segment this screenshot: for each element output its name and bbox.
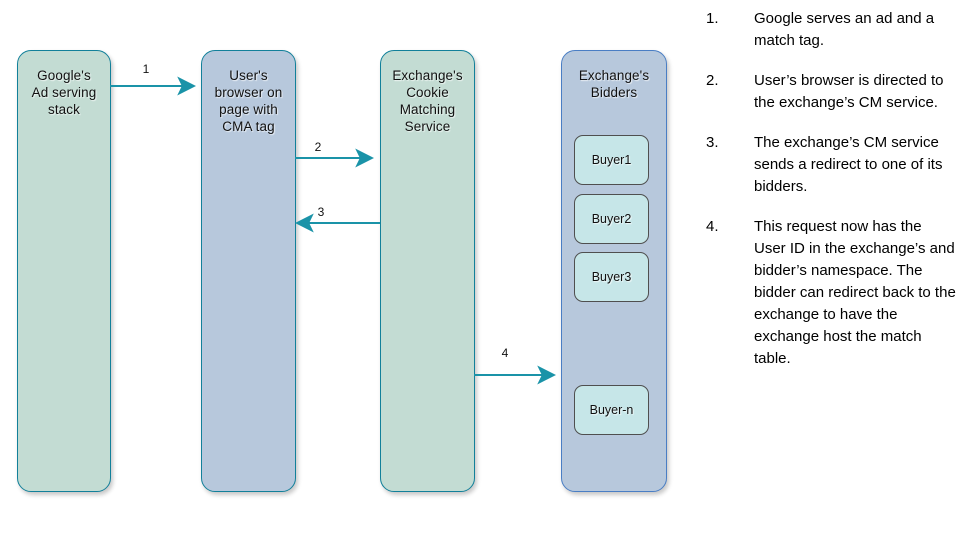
step-3-number: 3.: [706, 134, 719, 151]
steps-list: 1. Google serves an ad and a match tag. …: [706, 8, 956, 388]
lane-google-ad-serving-stack[interactable]: Google's Ad serving stack: [17, 50, 111, 492]
step-2-number: 2.: [706, 72, 719, 89]
arrow-3-label: 3: [317, 205, 325, 219]
step-item-3: 3. The exchange’s CM service sends a red…: [706, 132, 956, 198]
arrow-1-shape: [110, 76, 197, 96]
step-2-text: User’s browser is directed to the exchan…: [754, 72, 944, 111]
buyer-box-n-label: Buyer-n: [589, 403, 634, 417]
lane-google-ad-serving-stack-label: Google's Ad serving stack: [31, 68, 97, 117]
step-item-1: 1. Google serves an ad and a match tag.: [706, 8, 956, 52]
step-4-number: 4.: [706, 218, 719, 235]
lane-exchange-bidders[interactable]: Exchange's Bidders Buyer1 Buyer2 Buyer3 …: [561, 50, 667, 492]
lane-user-browser-label: User's browser on page with CMA tag: [214, 68, 283, 134]
buyer-box-1-label: Buyer1: [591, 153, 632, 167]
lane-user-browser[interactable]: User's browser on page with CMA tag: [201, 50, 296, 492]
step-3-text: The exchange’s CM service sends a redire…: [754, 134, 943, 195]
lane-exchange-bidders-label: Exchange's Bidders: [578, 68, 650, 100]
lane-exchange-cookie-matching-service-label: Exchange's Cookie Matching Service: [392, 68, 463, 134]
buyer-box-2-label: Buyer2: [591, 212, 632, 226]
buyer-box-2[interactable]: Buyer2: [574, 194, 649, 244]
buyer-box-3[interactable]: Buyer3: [574, 252, 649, 302]
buyer-box-1[interactable]: Buyer1: [574, 135, 649, 185]
step-1-number: 1.: [706, 10, 719, 27]
arrow-3-shape: [294, 213, 380, 233]
arrow-4-label: 4: [501, 346, 509, 360]
lane-exchange-cookie-matching-service[interactable]: Exchange's Cookie Matching Service: [380, 50, 475, 492]
arrow-4-shape: [474, 365, 557, 385]
buyer-box-3-label: Buyer3: [591, 270, 632, 284]
arrow-1-label: 1: [142, 62, 150, 76]
step-1-text: Google serves an ad and a match tag.: [754, 10, 935, 49]
arrow-2-label: 2: [314, 140, 322, 154]
step-4-text: This request now has the User ID in the …: [754, 218, 956, 367]
step-item-2: 2. User’s browser is directed to the exc…: [706, 70, 956, 114]
buyer-box-n[interactable]: Buyer-n: [574, 385, 649, 435]
arrow-2-shape: [295, 148, 375, 168]
step-item-4: 4. This request now has the User ID in t…: [706, 216, 956, 370]
